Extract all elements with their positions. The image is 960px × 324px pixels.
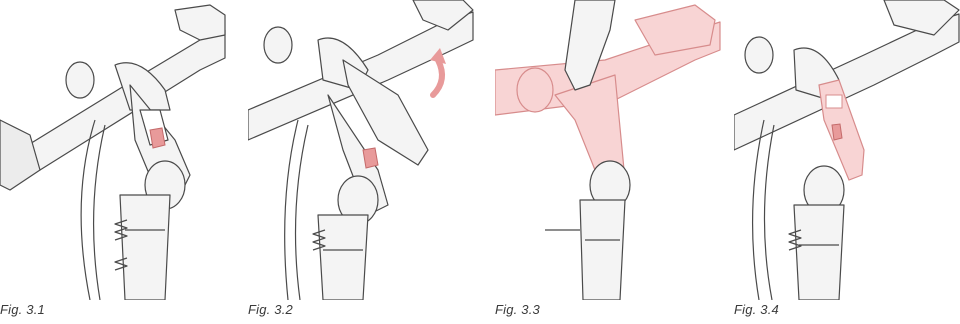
handlebar-stem-illustration-2 xyxy=(248,0,474,300)
handlebar-stem-illustration-1 xyxy=(0,0,226,300)
figure-3-4: Fig. 3.4 xyxy=(734,0,960,324)
figure-caption: Fig. 3.3 xyxy=(495,302,540,317)
rotate-arrow-icon xyxy=(433,60,442,95)
handlebar-stem-illustration-4 xyxy=(734,0,960,300)
figure-3-1: Fig. 3.1 xyxy=(0,0,226,324)
figure-3-2: Fig. 3.2 xyxy=(248,0,474,324)
figure-3-3: Fig. 3.3 xyxy=(495,0,721,324)
figure-caption: Fig. 3.1 xyxy=(0,302,45,317)
figure-caption: Fig. 3.2 xyxy=(248,302,293,317)
figure-caption: Fig. 3.4 xyxy=(734,302,779,317)
handlebar-stem-illustration-3 xyxy=(495,0,721,300)
